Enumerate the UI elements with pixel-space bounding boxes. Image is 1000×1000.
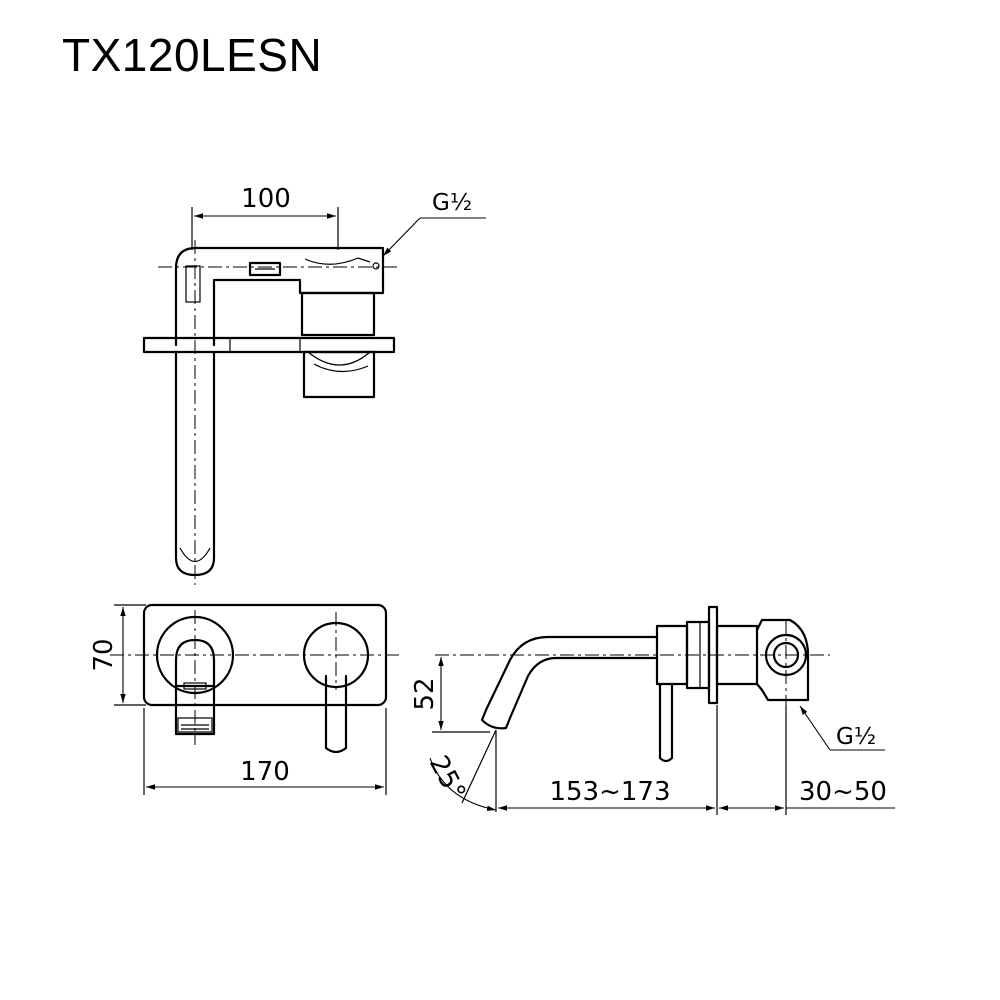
dim-front-width: 170 (240, 757, 290, 787)
dim-front-height: 70 (89, 638, 119, 671)
dim-side-height: 52 (410, 677, 440, 710)
dim-depth: 30~50 (799, 777, 887, 807)
top-view: 100 G½ (142, 184, 486, 585)
dim-projection: 153~173 (549, 777, 670, 807)
front-view: 70 170 (89, 603, 400, 795)
dim-top-width: 100 (241, 184, 291, 214)
model-title: TX120LESN (62, 29, 323, 81)
dim-thread-top: G½ (432, 190, 472, 216)
dim-thread-side: G½ (836, 724, 876, 750)
side-view: 52 25° 153~173 30~50 G½ (410, 605, 895, 815)
